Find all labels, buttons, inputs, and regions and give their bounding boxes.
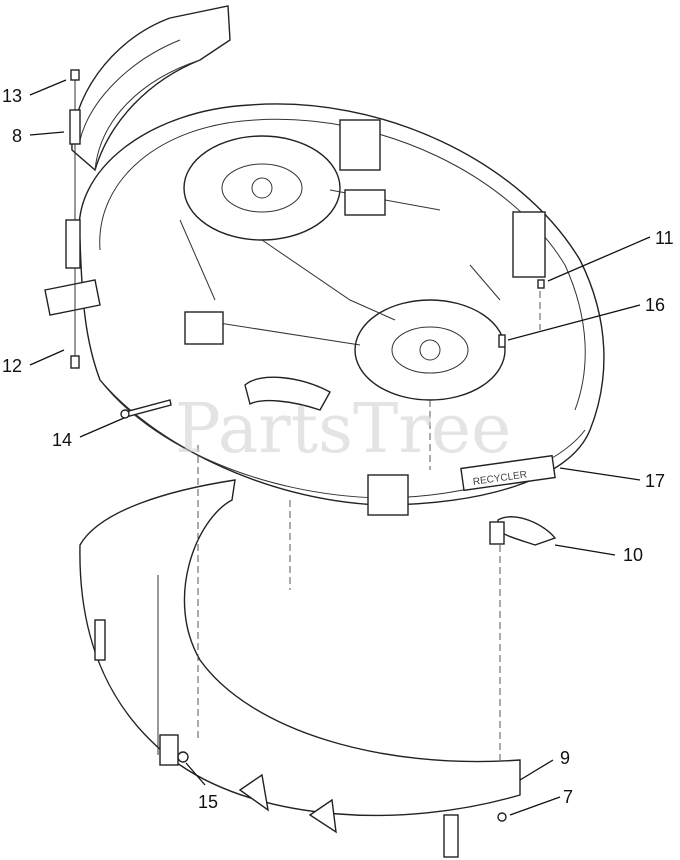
callout-12: 12 <box>2 356 22 376</box>
callout-15: 15 <box>198 792 218 812</box>
callout-17: 17 <box>645 471 665 491</box>
deck-baffle <box>79 479 521 858</box>
callout-16: 16 <box>645 295 665 315</box>
alignment-lines <box>197 280 541 760</box>
callout-14: 14 <box>52 430 72 450</box>
callout-9: 9 <box>560 748 570 768</box>
deflector-bracket <box>489 516 557 546</box>
mower-deck: RECYCLER <box>44 103 605 516</box>
leader-lines <box>29 79 651 816</box>
callout-7: 7 <box>563 787 573 807</box>
watermark: PartsTree <box>175 390 511 469</box>
fasteners <box>120 279 545 419</box>
callout-10: 10 <box>623 545 643 565</box>
chute-hardware <box>65 69 81 369</box>
callout-8: 8 <box>12 126 22 146</box>
callout-11: 11 <box>655 228 674 248</box>
discharge-chute <box>71 5 231 172</box>
callout-13: 13 <box>2 86 22 106</box>
